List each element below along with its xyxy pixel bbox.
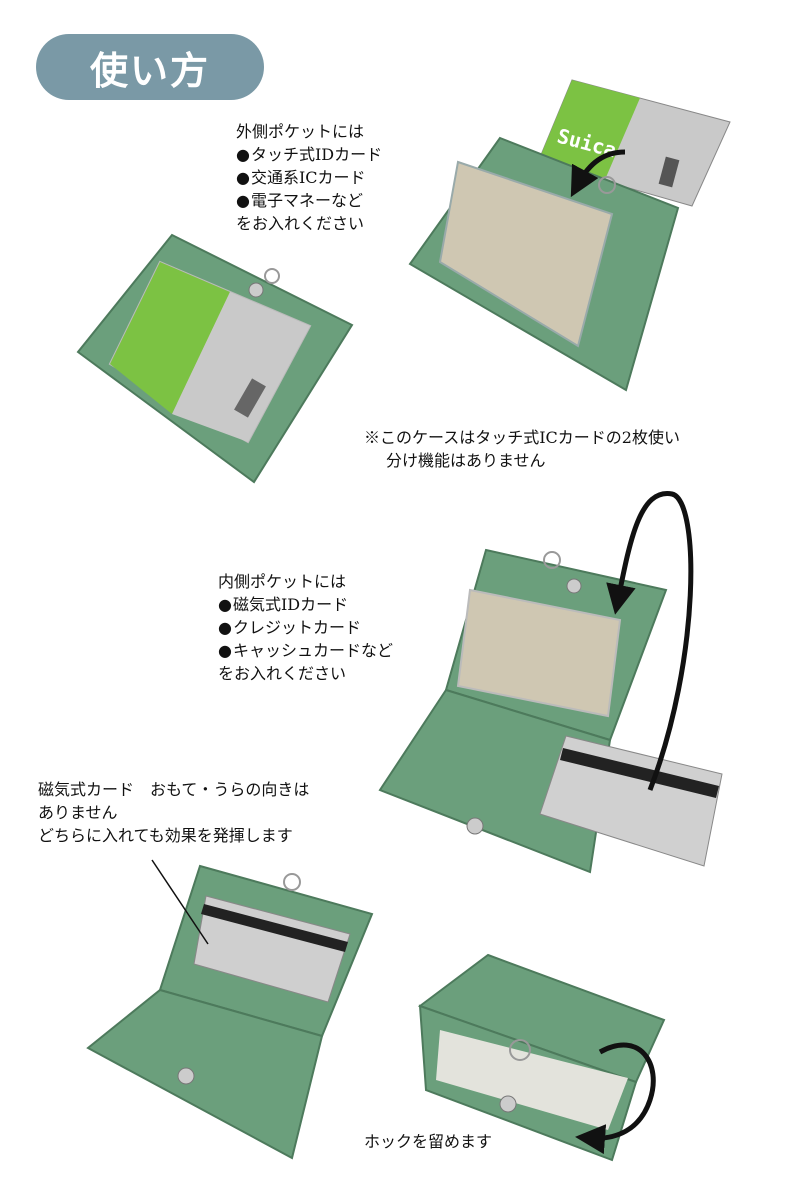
magnetic-card-note: 磁気式カード おもて・うらの向きは ありません どちらに入れても効果を発揮します: [38, 778, 309, 847]
feature-note: ※このケースはタッチ式ICカードの2枚使い 分け機能はありません: [364, 426, 680, 472]
outer-pocket-item: 電子マネーなど: [236, 189, 382, 212]
page-title: 使い方: [36, 34, 264, 100]
outer-pocket-heading: 外側ポケットには: [236, 122, 365, 141]
inner-pocket-item: 磁気式IDカード: [218, 593, 393, 616]
outer-pocket-footer: をお入れください: [236, 214, 365, 233]
pointer-line: [151, 859, 209, 945]
magnetic-card-illustration: [86, 859, 374, 1160]
case-outer: [408, 136, 680, 392]
magnetic-note-line2: ありません: [38, 803, 118, 822]
feature-note-line2: 分け機能はありません: [386, 451, 546, 470]
close-arrow: [575, 1042, 656, 1155]
page-title-text: 使い方: [89, 48, 210, 93]
inner-pocket-text: 内側ポケットには 磁気式IDカード クレジットカード キャッシュカードなど をお…: [218, 570, 393, 685]
feature-note-line1: ※このケースはタッチ式ICカードの2枚使い: [364, 428, 680, 447]
insert-arrow-top: [570, 149, 626, 198]
closed-case-illustration: [76, 233, 354, 484]
outer-pocket-illustration: Suica: [408, 79, 731, 392]
outer-pocket-item: 交通系ICカード: [236, 166, 382, 189]
magnetic-note-line1: 磁気式カード おもて・うらの向きは: [38, 780, 310, 799]
hook-close-illustration: [417, 953, 666, 1162]
inner-pocket-footer: をお入れください: [218, 664, 347, 683]
inner-pocket-heading: 内側ポケットには: [218, 572, 347, 591]
outer-pocket-text: 外側ポケットには タッチ式IDカード 交通系ICカード 電子マネーなど をお入れ…: [236, 120, 382, 235]
ic-card-top: Suica: [537, 79, 731, 207]
inner-pocket-item: キャッシュカードなど: [218, 639, 393, 662]
outer-pocket-item: タッチ式IDカード: [236, 143, 382, 166]
magnetic-card-middle: [539, 735, 723, 867]
hook-caption: ホックを留めます: [364, 1132, 493, 1151]
inner-pocket-illustration: [378, 491, 723, 874]
magnetic-note-line3: どちらに入れても効果を発揮します: [38, 826, 293, 845]
inner-pocket-item: クレジットカード: [218, 616, 393, 639]
insert-arrow-middle: [606, 491, 694, 791]
